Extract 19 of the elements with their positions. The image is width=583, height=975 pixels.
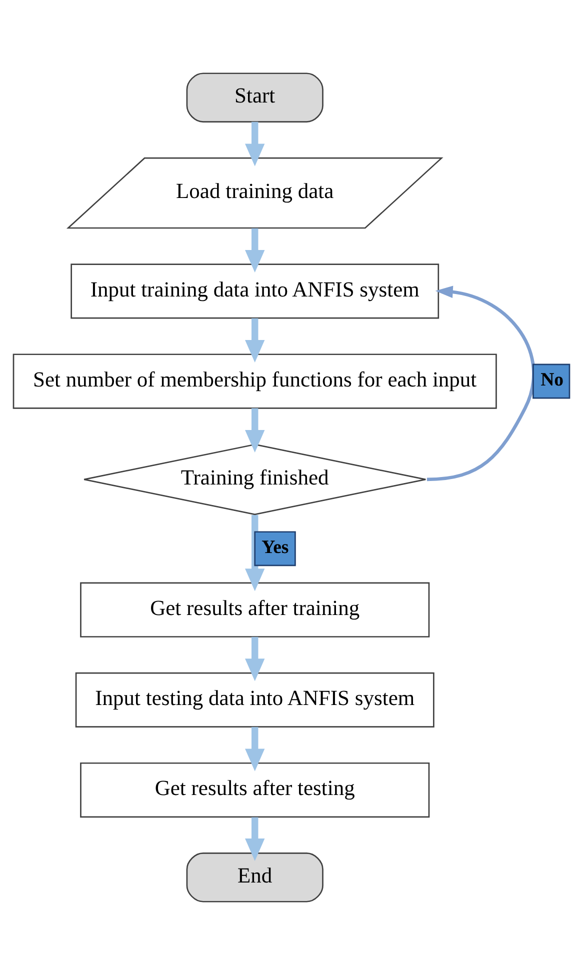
node-diamond: Training finished [83, 444, 426, 516]
arrow [245, 408, 265, 453]
node-box: Input training data into ANFIS system [70, 264, 440, 319]
arrow [245, 727, 265, 772]
arrow [245, 318, 265, 362]
node-box: Start [186, 72, 324, 122]
arrow [245, 228, 265, 273]
node-box: Get results after testing [80, 762, 430, 818]
edge-label: Yes [262, 536, 289, 558]
arrow [426, 286, 536, 482]
edge-label: No [540, 370, 564, 391]
arrow [245, 122, 265, 166]
node-box: Get results after training [80, 582, 430, 638]
node-box: Set number of membership functions for each input [12, 354, 497, 409]
arrow [245, 636, 265, 682]
node-box: End [186, 852, 324, 902]
arrow [245, 817, 265, 862]
arrow [245, 515, 265, 592]
node-box: Input testing data into ANFIS system [75, 672, 434, 728]
